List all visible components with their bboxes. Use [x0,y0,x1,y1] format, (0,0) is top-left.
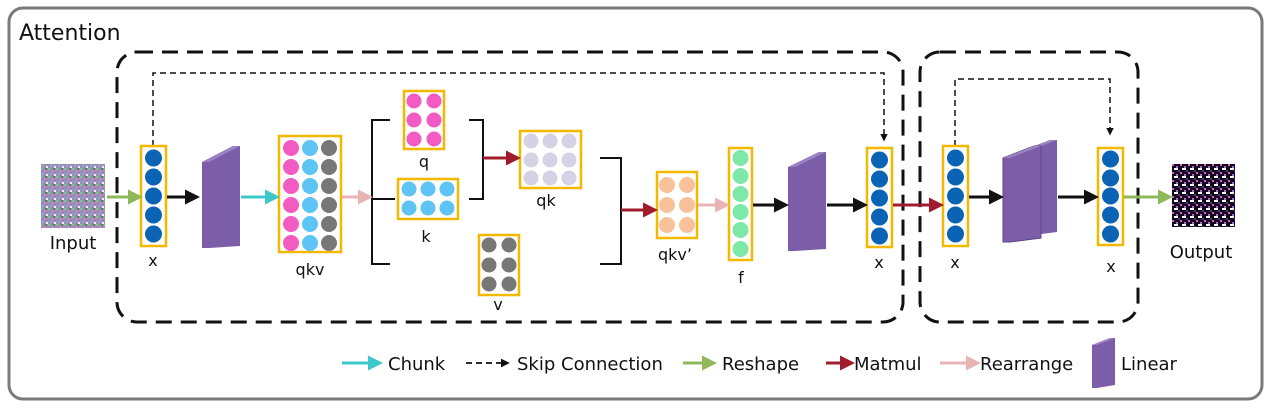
linear-layer-2 [788,152,826,251]
x-vector-3 [941,144,970,248]
legend-chunk-label: Chunk [388,354,446,375]
legend: Chunk Skip Connection Reshape Matmul Rea… [342,338,1178,388]
linear-layer-double [1002,140,1057,243]
q-label: q [419,152,429,171]
output-image [1172,164,1235,227]
legend-linear-icon [1092,338,1115,388]
qkv-merge-bracket [600,157,622,265]
legend-skip-label: Skip Connection [517,354,663,375]
legend-matmul-label: Matmul [854,354,922,375]
q-matrix [402,89,446,151]
skip-connection-arrow-1 [152,72,888,146]
skip-connection-arrow-2 [954,78,1114,146]
f-label: f [738,268,744,287]
v-label: v [493,295,502,314]
v-matrix [477,233,521,297]
k-matrix [396,177,460,221]
mlp-block-box [918,50,1140,324]
k-label: k [421,227,431,246]
outer-frame [7,6,1264,401]
legend-rearrange-label: Rearrange [980,354,1073,375]
diagram-title: Attention [19,21,121,46]
input-image [41,164,105,228]
linear-layer-1 [202,146,240,248]
input-label: Input [50,233,97,254]
qkv-prime-label: qkv’ [658,245,692,264]
qkv-label: qkv [296,260,325,279]
x-label-4: x [1106,257,1115,276]
x-label-1: x [148,251,157,270]
attention-block-box [115,50,905,324]
output-label: Output [1170,242,1233,263]
chunk-bracket-left [371,119,390,265]
qk-bracket [469,119,484,200]
qk-label: qk [536,191,556,210]
legend-reshape-label: Reshape [722,354,799,375]
legend-linear-label: Linear [1121,354,1178,375]
x-label-2: x [874,253,883,272]
x-label-3: x [950,253,959,272]
